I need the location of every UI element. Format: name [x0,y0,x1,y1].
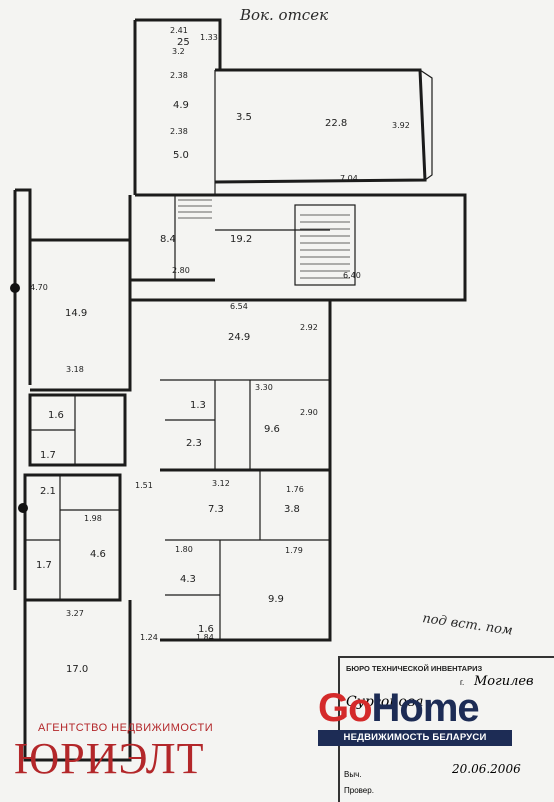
wall-interior-upper [174,70,330,280]
wall-lower-block [160,468,332,642]
dimension-label: 7.04 [340,174,358,183]
wall-stair-block [215,193,467,302]
inventory-stamp: БЮРО ТЕХНИЧЕСКОЙ ИНВЕНТАРИЗ г. Могилев С… [338,656,554,802]
window-marker-icon [18,503,28,513]
dimension-label: 3.2 [172,47,185,56]
agency-subtitle: АГЕНТСТВО НЕДВИЖИМОСТИ [38,722,214,734]
wall-toilets [28,393,127,467]
agency-name: ЮРИЭЛТ [14,734,205,783]
dimension-label: 1.79 [285,546,303,555]
wall-lower-left [23,473,122,602]
wall-room-14 [30,238,132,392]
window-marker-icon [10,283,20,293]
room-area: 7.3 [208,504,224,515]
gohome-home: Home [371,686,480,730]
gohome-go: Go [318,686,373,730]
room-area: 1.7 [40,450,56,461]
wall-interior-middle [160,379,330,470]
wall-toilet-partitions [30,395,76,465]
room-area: 22.8 [325,118,347,129]
room-area: 2.1 [40,486,56,497]
top-note: Вок. отсек [239,6,328,24]
room-area: 17.0 [66,664,88,675]
wall-interior-lower-left [25,475,120,600]
dimension-label: 2.80 [172,266,190,275]
room-area: 8.4 [160,234,176,245]
room-area: 14.9 [65,308,87,319]
dimension-label: 3.30 [255,383,273,392]
wall-room-17 [23,600,132,762]
dimension-label: 1.80 [175,545,193,554]
dimension-label: 3.18 [66,365,84,374]
dimension-label: 1.76 [286,485,304,494]
room-area: 4.3 [180,574,196,585]
gohome-logo: GoHome НЕДВИЖИМОСТЬ БЕЛАРУСИ [318,686,518,756]
room-area: 25 [177,37,190,48]
stamp-date: 20.06.2006 [452,762,521,776]
dimension-label: 3.12 [212,479,230,488]
room-area: 9.6 [264,424,280,435]
room-area: 3.8 [284,504,300,515]
dimension-label: 3.92 [392,121,410,130]
room-area: 2.3 [186,438,202,449]
side-note: под вст. пом [421,611,513,639]
dimension-label: 2.38 [170,71,188,80]
gohome-tagline: НЕДВИЖИМОСТЬ БЕЛАРУСИ [318,730,512,746]
room-area: 1.7 [36,560,52,571]
dimension-label: 2.38 [170,127,188,136]
dimension-label: 6.40 [343,271,361,280]
dimension-label: 3.27 [66,609,84,618]
wall-bay-window [419,69,433,181]
room-area: 5.0 [173,150,189,161]
stamp-city-label: г. [460,678,465,687]
stamp-field-vych: Выч. [344,770,362,779]
room-area: 1.6 [48,410,64,421]
room-area: 1.3 [190,400,206,411]
wall-left-outer [13,188,32,590]
wall-upper-right [214,68,427,184]
dimension-label: 2.92 [300,323,318,332]
agency-logo: АГЕНТСТВО НЕДВИЖИМОСТИ ЮРИЭЛТ [0,700,260,800]
dimension-label: 1.33 [200,33,218,42]
room-area: 9.9 [268,594,284,605]
dimension-label: 1.98 [84,514,102,523]
stamp-line1: Сургонова [346,694,424,710]
dimension-label: 6.54 [230,302,248,311]
stamp-city-value: Могилев [474,674,534,689]
room-area: 24.9 [228,332,250,343]
room-area: 1.6 [198,624,214,635]
room-area: 3.5 [236,112,252,123]
gohome-wordmark: GoHome [318,686,480,730]
stamp-title: БЮРО ТЕХНИЧЕСКОЙ ИНВЕНТАРИЗ [346,664,483,673]
wall-interior-lower [165,470,330,640]
room-area: 4.6 [90,549,106,560]
dimension-label: 1.24 [140,633,158,642]
dimension-label: 1.51 [135,481,153,490]
room-area: 19.2 [230,234,252,245]
dimension-label: 1.84 [196,633,214,642]
dimension-label: 2.41 [170,26,188,35]
dimension-label: 4.70 [30,283,48,292]
dimension-label: 2.90 [300,408,318,417]
stamp-field-prov: Провер. [344,786,374,795]
staircase [178,199,356,286]
room-area: 4.9 [173,100,189,111]
